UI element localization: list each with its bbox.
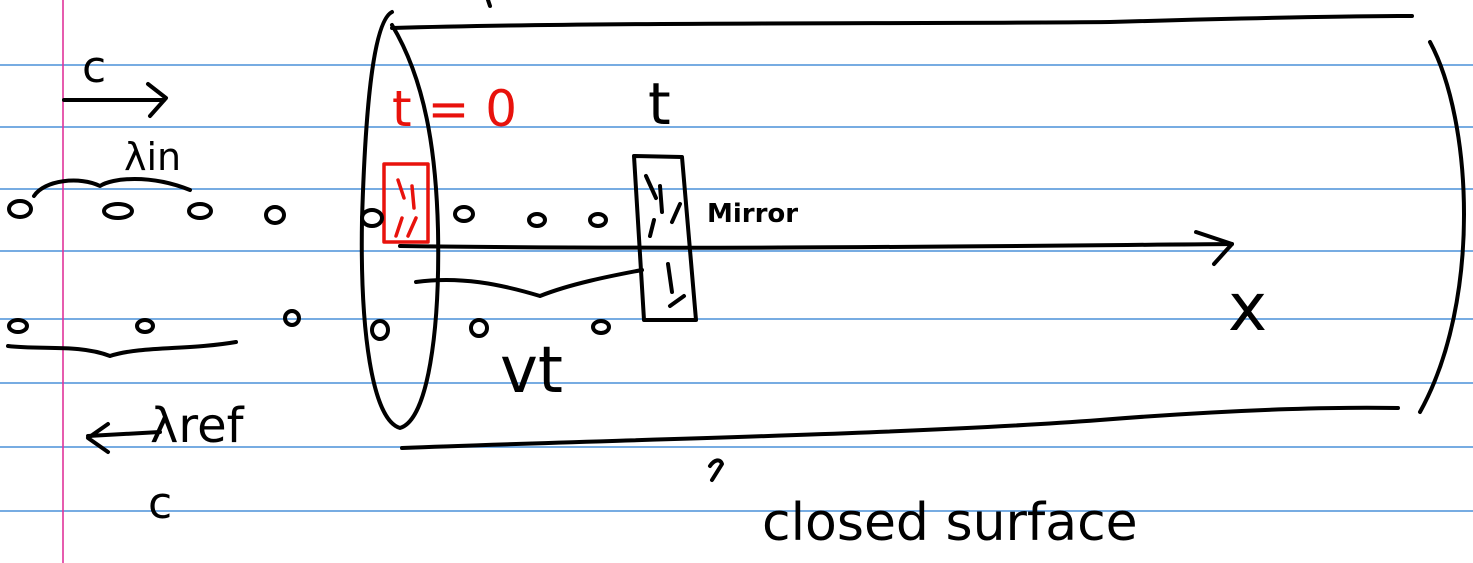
cylinder-top-tick [486, 0, 492, 8]
label-c-reflected: c [148, 478, 172, 529]
closed-surface-pointer [708, 458, 724, 482]
label-vt: vt [500, 334, 563, 408]
mirror-slab [632, 154, 698, 322]
vt-brace [414, 268, 644, 298]
label-x-axis: x [1228, 269, 1267, 346]
label-lambda-ref: λref [150, 398, 245, 454]
label-mirror: Mirror [707, 199, 798, 229]
cylinder-top-edge [390, 14, 1414, 30]
cylinder-bottom-edge [400, 405, 1400, 450]
x-axis [398, 230, 1234, 266]
label-t: t [648, 70, 671, 138]
lambda-in-brace [32, 177, 192, 198]
cylinder-right-cap [1418, 40, 1466, 414]
arrow-incoming [62, 82, 168, 118]
x-axis-arrowhead [1194, 230, 1234, 266]
mirror-initial-red [382, 162, 430, 244]
closed-surface-cylinder [359, 0, 1466, 450]
ruled-lines [0, 64, 1473, 512]
arrow-reflected [86, 422, 162, 454]
lambda-ref-brace [6, 340, 238, 358]
reflected-particles [7, 309, 611, 341]
label-t-zero: t = 0 [392, 80, 517, 138]
label-closed-surface: closed surface [762, 493, 1138, 553]
label-lambda-in: λin [124, 135, 181, 179]
incident-particles [7, 199, 608, 228]
x-axis-line [398, 242, 1234, 250]
cylinder-left-ellipse [359, 10, 441, 430]
label-c-incoming: c [82, 42, 106, 93]
